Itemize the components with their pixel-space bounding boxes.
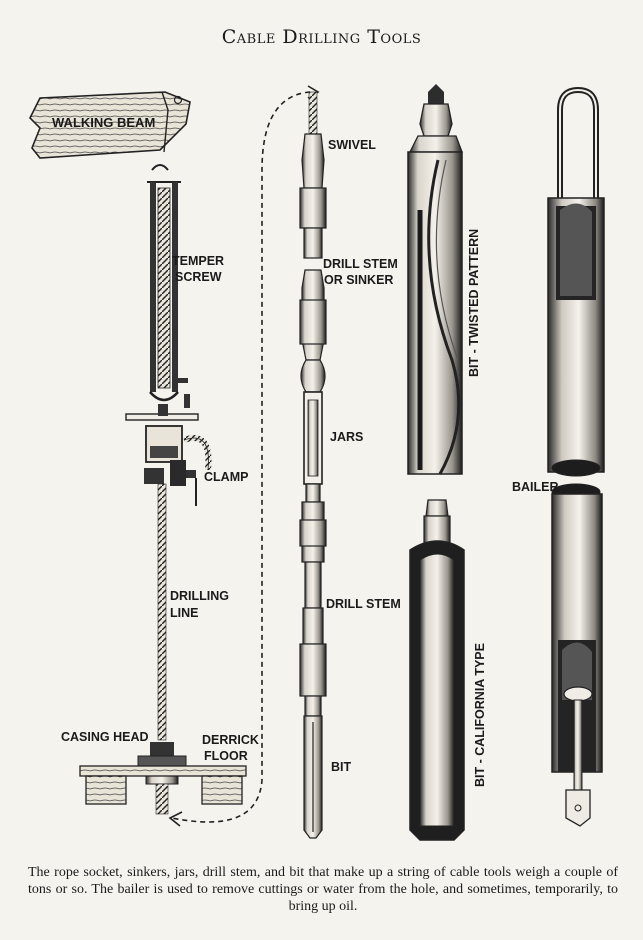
- temper-screw: [125, 164, 199, 421]
- casing-head: [137, 742, 187, 815]
- label-drill-stem: DRILL STEM: [326, 597, 401, 611]
- label-bit-california-type: BIT - CALIFORNIA TYPE: [473, 643, 487, 787]
- label-temper-screw-line1: TEMPER: [172, 254, 225, 268]
- label-swivel: SWIVEL: [328, 138, 376, 152]
- label-casing-head: CASING HEAD: [61, 730, 149, 744]
- drilling-tools-illustration: [29, 84, 605, 841]
- label-clamp: CLAMP: [204, 470, 249, 484]
- drilling-line: [157, 483, 167, 741]
- label-derrick-floor-line2: FLOOR: [204, 749, 248, 763]
- label-jars: JARS: [330, 430, 364, 444]
- walking-beam: [29, 91, 191, 159]
- bailer: [547, 86, 605, 827]
- label-derrick-floor-line1: DERRICK: [202, 733, 259, 747]
- page-title: Cable Drilling Tools: [221, 26, 422, 48]
- label-drill-stem-sinker-line1: DRILL STEM: [323, 257, 398, 271]
- tool-string: [299, 91, 327, 839]
- bit-california-type: [409, 499, 465, 841]
- label-bit-twisted-pattern: BIT - TWISTED PATTERN: [467, 228, 481, 377]
- figure-caption: The rope socket, sinkers, jars, drill st…: [28, 865, 618, 914]
- label-drilling-line-line2: LINE: [170, 606, 199, 620]
- label-bailer: BAILER: [512, 480, 559, 494]
- clamp: [144, 425, 212, 506]
- dashed-arrow: [168, 85, 320, 827]
- label-temper-screw-line2: SCREW: [175, 270, 222, 284]
- label-bit: BIT: [331, 760, 352, 774]
- label-drilling-line-line1: DRILLING: [170, 589, 230, 603]
- derrick-floor: [79, 765, 247, 805]
- label-walking-beam: WALKING BEAM: [52, 115, 156, 130]
- bit-twisted-pattern: [407, 84, 463, 475]
- label-drill-stem-sinker-line2: OR SINKER: [324, 273, 394, 287]
